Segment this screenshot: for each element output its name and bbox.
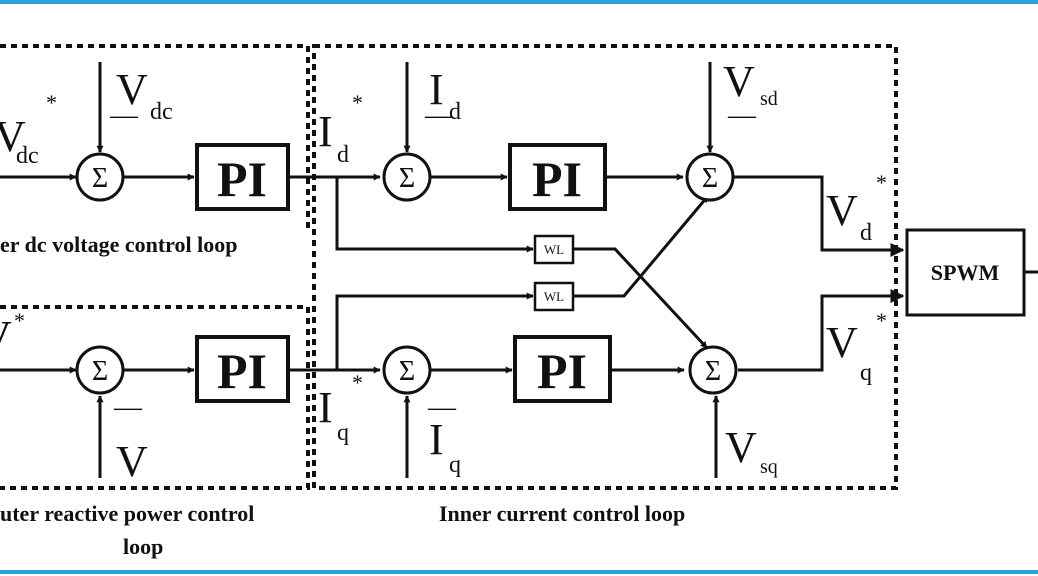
minus-vdc: —: [109, 100, 139, 131]
svg-text:V: V: [826, 318, 858, 367]
wire-wl-top-to-sum6: [573, 247, 709, 350]
svg-text:q: q: [449, 452, 461, 478]
minus-v: —: [113, 392, 143, 423]
sum-symbol-vdc: Σ: [92, 163, 108, 194]
sum-junction-vq: [688, 345, 738, 395]
sum-symbols: Σ Σ Σ Σ Σ Σ: [92, 163, 721, 387]
caption-inner-current-loop: Inner current control loop: [439, 501, 685, 526]
wl-labels: WL WL: [544, 242, 564, 304]
minus-signs: — — — — —: [109, 100, 757, 423]
label-v-meas: V: [116, 437, 148, 486]
label-vsq: V sq: [725, 423, 778, 478]
spwm-block: [905, 228, 1026, 317]
pi-label-id: PI: [532, 151, 582, 207]
svg-text:V: V: [725, 423, 757, 472]
label-v-ref: V *: [0, 308, 25, 361]
loop-boundaries: [0, 44, 898, 490]
label-iq-ref: I q *: [318, 370, 363, 446]
wire-sum6-to-spwm: [738, 289, 905, 372]
svg-text:*: *: [876, 308, 887, 333]
signal-wires: [0, 62, 1038, 478]
svg-text:V: V: [116, 65, 148, 114]
pi-label-iq: PI: [537, 343, 587, 399]
svg-text:dc: dc: [150, 99, 173, 125]
sum-junction-iq: [382, 345, 432, 395]
caption-outer-reactive-line1: uter reactive power control: [0, 501, 254, 526]
svg-text:V: V: [723, 57, 755, 106]
top-frame-line: [0, 0, 1038, 4]
sum-symbol-id: Σ: [399, 163, 415, 194]
caption-outer-reactive-line2: loop: [123, 534, 163, 559]
wl-label-bottom: WL: [544, 289, 564, 304]
sum-symbol-vd: Σ: [702, 163, 718, 194]
bottom-frame-line: [0, 570, 1038, 574]
pi-label-reactive: PI: [217, 343, 267, 399]
wl-block-bottom: [533, 281, 575, 312]
sum-junction-id: [382, 152, 432, 202]
svg-text:I: I: [318, 383, 333, 432]
svg-text:*: *: [46, 90, 57, 115]
svg-text:I: I: [429, 65, 444, 114]
sum-junction-vd: [685, 152, 735, 202]
sum-symbol-v: Σ: [92, 356, 108, 387]
minus-vsd: —: [727, 100, 757, 131]
wl-label-top: WL: [544, 242, 564, 257]
svg-text:q: q: [860, 360, 872, 386]
svg-text:q: q: [337, 420, 349, 446]
inner-current-loop-box: [312, 44, 898, 490]
sum-junction-v: [75, 345, 125, 395]
sum-symbol-vq: Σ: [705, 356, 721, 387]
svg-text:*: *: [352, 90, 363, 115]
svg-text:V: V: [826, 186, 858, 235]
sum-junction-vdc: [75, 152, 125, 202]
wire-wl-bottom-to-sum5: [573, 195, 710, 298]
pi-label-dc: PI: [217, 151, 267, 207]
label-vdc-meas: V dc: [116, 65, 173, 125]
svg-text:V: V: [116, 437, 148, 486]
pi-block-reactive: [195, 335, 290, 403]
label-vd-ref: V d *: [826, 170, 887, 246]
svg-text:sq: sq: [760, 456, 778, 478]
svg-text:V: V: [0, 112, 26, 161]
svg-text:*: *: [352, 370, 363, 395]
svg-text:dc: dc: [16, 143, 39, 169]
label-id-meas: I d: [429, 65, 461, 125]
pi-block-dc: [195, 143, 290, 211]
wire-sum5-to-spwm: [734, 175, 905, 257]
wl-blocks: [533, 234, 575, 312]
wire-iq-to-wl-bottom: [335, 292, 534, 370]
label-iq-meas: I q: [429, 415, 461, 478]
pi-labels: PI PI PI PI: [217, 151, 587, 399]
loop-captions: er dc voltage control loop uter reactive…: [0, 232, 685, 559]
wire-id-to-wl-top: [335, 177, 534, 253]
label-vdc-ref: V dc *: [0, 90, 57, 169]
spwm-label: SPWM: [931, 260, 1000, 285]
pi-block-iq: [513, 335, 612, 403]
minus-iq: —: [427, 392, 457, 423]
pi-blocks: [195, 143, 612, 403]
outer-dc-loop-box: [0, 44, 310, 228]
svg-text:sd: sd: [760, 88, 778, 110]
outer-reactive-loop-box: [0, 305, 310, 490]
wl-block-top: [533, 234, 575, 265]
label-id-ref: I d *: [318, 90, 363, 168]
label-vsd: V sd: [723, 57, 778, 110]
svg-text:*: *: [876, 170, 887, 195]
svg-text:I: I: [318, 107, 333, 156]
svg-text:d: d: [449, 99, 461, 125]
minus-id: —: [424, 100, 454, 131]
signal-labels: V dc * V dc V * V I d * I d I q *: [0, 57, 887, 486]
svg-text:*: *: [14, 308, 25, 333]
pi-block-id: [508, 143, 607, 211]
svg-text:d: d: [337, 142, 349, 168]
svg-text:I: I: [429, 415, 444, 464]
label-vq-ref: V q *: [826, 308, 887, 386]
sum-symbol-iq: Σ: [399, 356, 415, 387]
caption-outer-dc-loop: er dc voltage control loop: [0, 232, 238, 257]
summing-junctions: [75, 152, 738, 395]
svg-text:d: d: [860, 220, 872, 246]
svg-text:V: V: [0, 312, 12, 361]
